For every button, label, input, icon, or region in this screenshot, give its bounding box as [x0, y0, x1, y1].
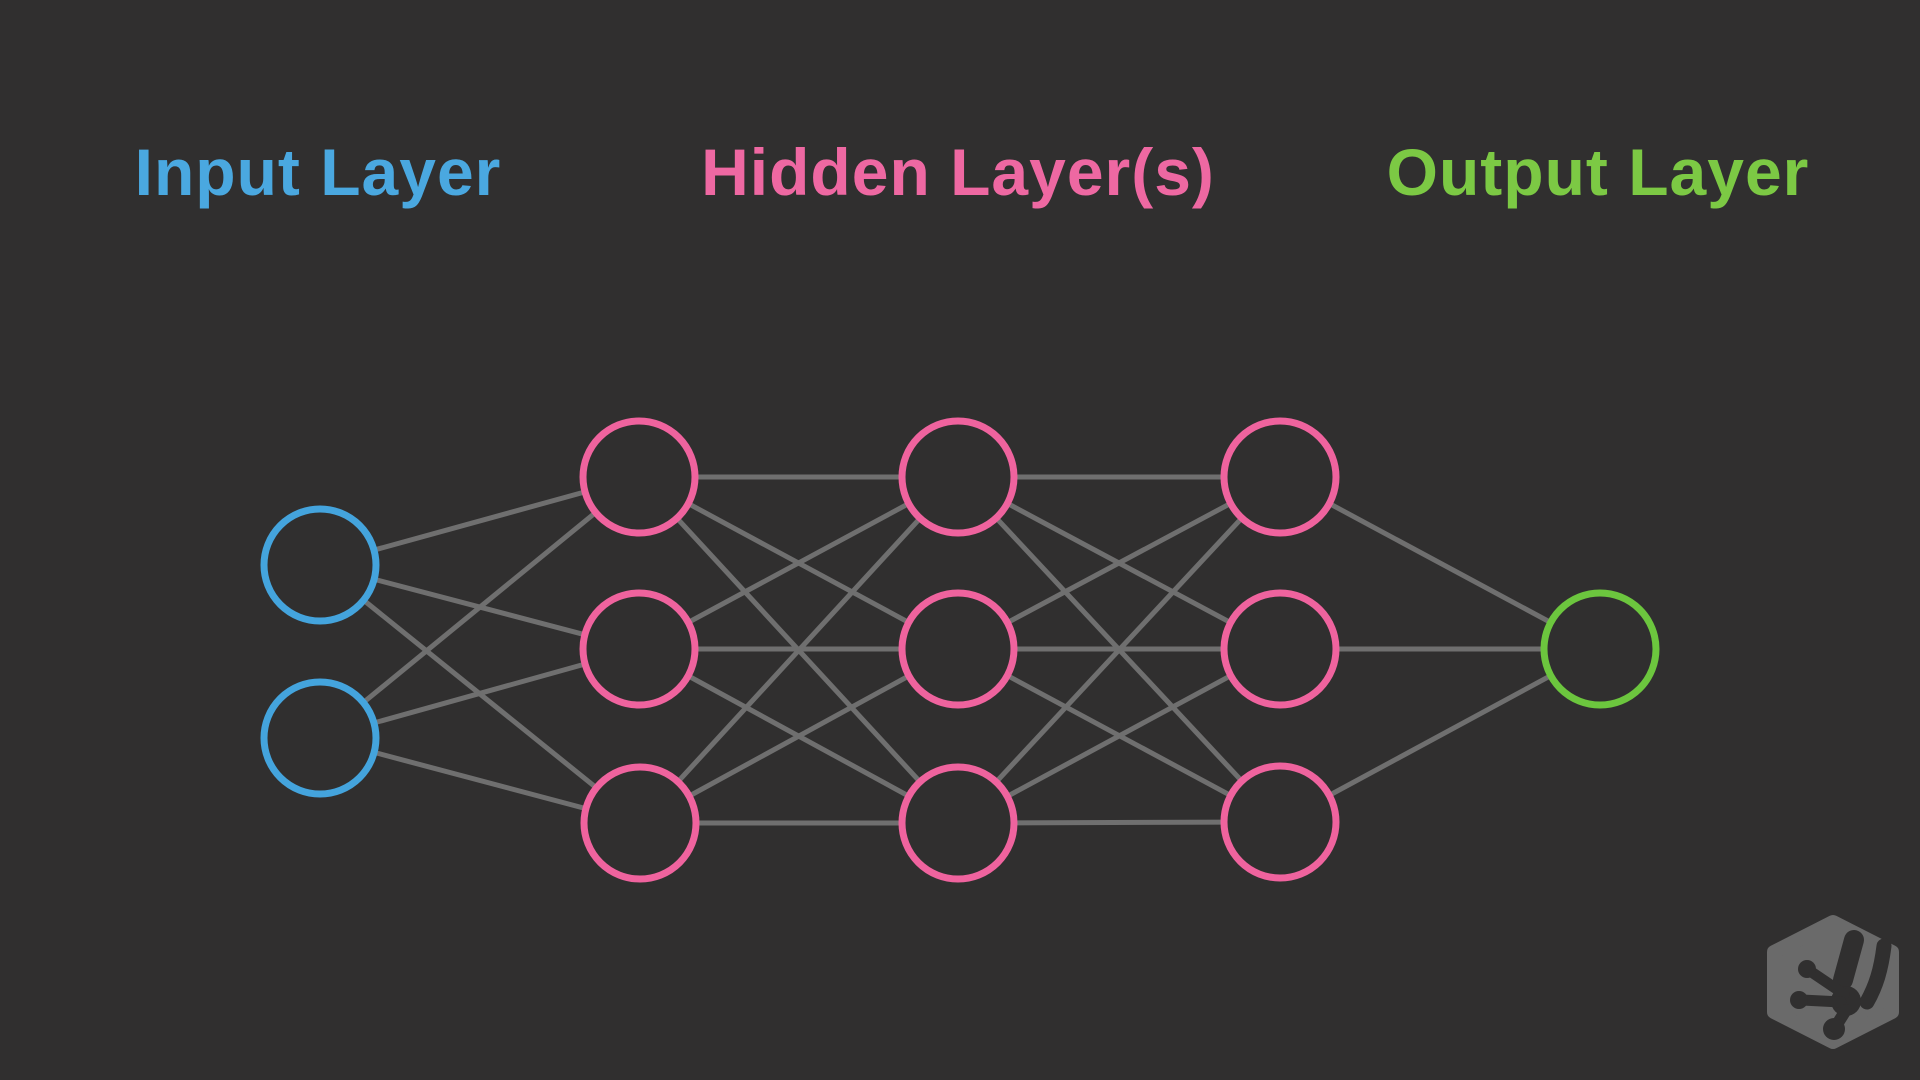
hidden-layer-2-node-2	[898, 589, 1018, 709]
edge-hidden-layer-3-to-output-layer	[1278, 646, 1602, 825]
hidden-layer-1-node-3	[580, 763, 700, 883]
output-layer-label: Output Layer	[1386, 135, 1810, 209]
edge-input-layer-to-hidden-layer-1	[318, 475, 641, 740]
hidden-layer-2-node-3	[898, 763, 1018, 883]
gecko-foot-cutout	[1790, 930, 1892, 1040]
edge-hidden-layer-1-to-hidden-layer-2	[638, 646, 960, 826]
hidden-layer-3-node-1	[1220, 417, 1340, 537]
output-layer-node-1	[1540, 589, 1660, 709]
edge-hidden-layer-2-to-hidden-layer-3	[956, 646, 1282, 826]
hidden-layer-1-node-2	[579, 589, 699, 709]
hidden-layer-3-node-2	[1220, 589, 1340, 709]
hidden-layer-3-node-3	[1220, 762, 1340, 882]
edge-hidden-layer-2-to-hidden-layer-3	[956, 475, 1282, 825]
input-layer-label: Input Layer	[134, 135, 502, 209]
hidden-layers-label: Hidden Layer(s)	[701, 135, 1215, 209]
edge-hidden-layer-1-to-hidden-layer-2	[637, 474, 960, 652]
edge-hidden-layer-3-to-output-layer	[1278, 474, 1602, 652]
edge-hidden-layer-1-to-hidden-layer-2	[638, 475, 960, 825]
treehouse-logo-icon	[1767, 915, 1899, 1049]
hidden-layer-2-node-1	[898, 417, 1018, 537]
edge-hidden-layer-2-to-hidden-layer-3	[956, 474, 1282, 652]
input-layer-node-1	[260, 505, 380, 625]
hidden-layer-1-node-1	[579, 417, 699, 537]
input-layer-node-2	[260, 678, 380, 798]
